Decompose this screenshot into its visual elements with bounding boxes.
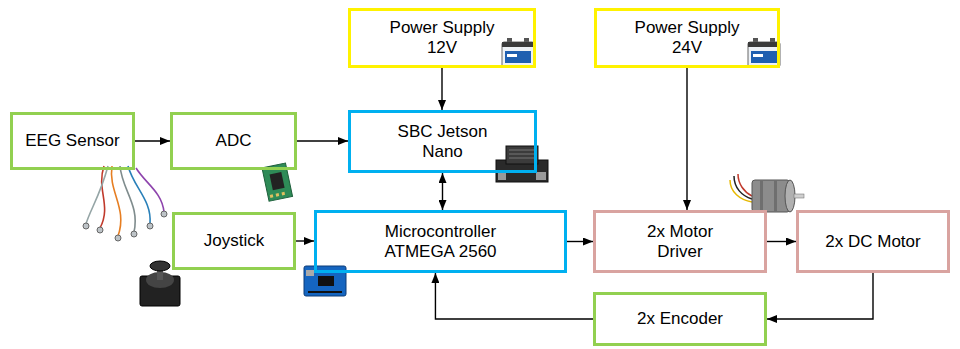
flow-arrow: [435, 273, 593, 319]
block-label: 2x Motor Driver: [633, 222, 728, 261]
battery-icon: [748, 38, 780, 67]
jetson-board-icon: [496, 146, 548, 182]
driver-box: 2x Motor Driver: [593, 210, 767, 273]
flow-arrow: [767, 241, 796, 242]
block-label: Power Supply 24V: [627, 18, 747, 57]
flow-arrow: [296, 240, 314, 241]
computer-box: SBC Jetson Nano: [348, 110, 537, 173]
power-supply-box: Power Supply 24V: [594, 8, 780, 68]
flow-arrow: [686, 68, 687, 210]
flow-arrow: [442, 173, 443, 210]
flow-arrow: [135, 140, 170, 141]
input-box: Joystick: [172, 212, 296, 270]
motor-box: 2x DC Motor: [796, 210, 950, 273]
block-label: 2x DC Motor: [825, 232, 920, 252]
flow-arrow: [297, 140, 348, 141]
eeg-electrodes-icon: [83, 166, 167, 241]
dc-motor-icon: [730, 174, 804, 212]
sensor-box: EEG Sensor: [10, 112, 135, 170]
block-label: SBC Jetson Nano: [393, 122, 493, 161]
block-label: ADC: [216, 131, 252, 151]
block-label: Microcontroller ATMEGA 2560: [366, 222, 516, 261]
block-label: 2x Encoder: [637, 309, 723, 329]
flow-arrow: [767, 273, 873, 319]
encoder-box: 2x Encoder: [593, 292, 767, 346]
block-label: Power Supply 12V: [382, 18, 502, 57]
flow-arrow: [441, 68, 442, 110]
battery-icon: [502, 38, 534, 67]
power-supply-box: Power Supply 12V: [348, 8, 536, 68]
block-label: Joystick: [204, 231, 264, 251]
block-label: EEG Sensor: [25, 131, 120, 151]
controller-box: Microcontroller ATMEGA 2560: [314, 210, 567, 273]
converter-box: ADC: [170, 112, 297, 170]
flow-arrow: [567, 241, 593, 242]
